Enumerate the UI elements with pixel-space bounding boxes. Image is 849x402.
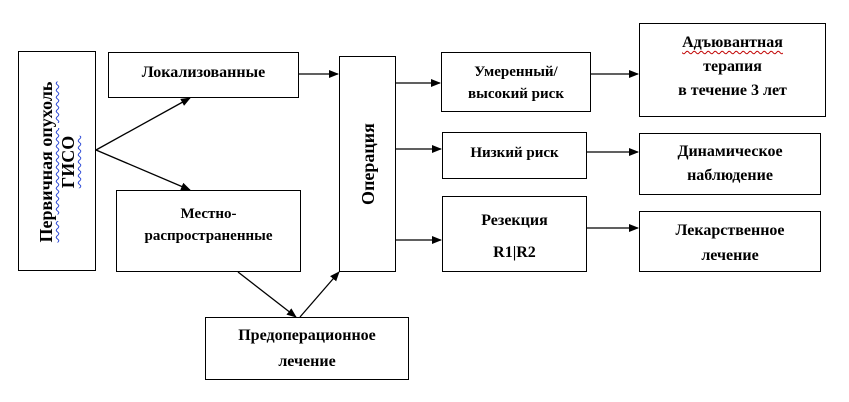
resection-line2: R1|R2 — [493, 244, 536, 261]
operation-box — [339, 56, 396, 272]
moderate-high-line2: высокий риск — [468, 86, 564, 102]
locally-advanced-label: Местно- распространенные — [116, 203, 301, 247]
locally-advanced-line2: распространенные — [144, 228, 273, 244]
resection-label: Резекция R1|R2 — [442, 205, 587, 269]
locally-advanced-line1: Местно- — [180, 206, 237, 222]
observation-label: Динамическое наблюдение — [639, 140, 821, 188]
arrow-preop-to-operation — [299, 271, 340, 318]
moderate-high-risk-box — [441, 52, 591, 112]
observation-box — [639, 133, 821, 195]
drug-line2: лечение — [701, 247, 759, 264]
resection-box — [442, 196, 587, 272]
drug-treatment-box — [639, 211, 821, 272]
localized-box — [108, 52, 299, 98]
moderate-high-line1: Умеренный/ — [474, 64, 558, 80]
observation-line2: наблюдение — [687, 167, 773, 184]
low-risk-label: Низкий риск — [470, 145, 559, 161]
arrow-primary-to-advanced — [95, 149, 191, 191]
localized-label: Локализованные — [141, 64, 266, 81]
drug-treatment-label: Лекарственное лечение — [639, 218, 821, 268]
adjuvant-line2: терапия — [703, 58, 762, 75]
primary-tumor-box — [18, 51, 96, 271]
preop-label: Предоперационное лечение — [205, 323, 409, 375]
preop-box — [205, 317, 409, 380]
adjuvant-line1: Адъювантная — [682, 34, 783, 51]
preop-line1: Предоперационное — [238, 327, 376, 344]
adjuvant-label: Адъювантная терапия в течение 3 лет — [639, 31, 826, 103]
observation-line1: Динамическое — [677, 143, 783, 160]
arrow-advanced-to-preop — [237, 271, 297, 318]
low-risk-box — [442, 132, 587, 179]
preop-line2: лечение — [278, 353, 336, 370]
drug-line1: Лекарственное — [675, 222, 785, 239]
arrow-primary-to-localized — [95, 97, 191, 151]
locally-advanced-box — [116, 190, 301, 272]
moderate-high-risk-label: Умеренный/ высокий риск — [441, 61, 591, 105]
adjuvant-line3: в течение 3 лет — [678, 82, 787, 99]
adjuvant-box — [639, 23, 826, 117]
resection-line1: Резекция — [481, 212, 548, 229]
